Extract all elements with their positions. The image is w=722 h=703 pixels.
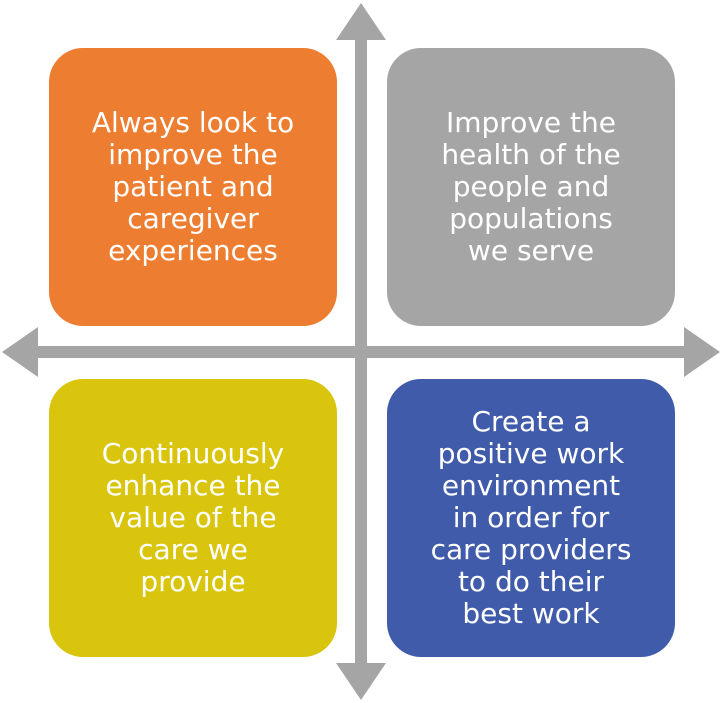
quadrant-population-health: Improve the health of the people and pop…	[387, 48, 675, 326]
quadrant-population-health-text: Improve the health of the people and pop…	[441, 106, 621, 267]
arrow-right-icon	[684, 327, 720, 377]
quadrant-patient-experience-text: Always look to improve the patient and c…	[91, 106, 295, 267]
quadrant-care-value-text: Continuously enhance the value of the ca…	[101, 437, 285, 598]
quadrant-patient-experience: Always look to improve the patient and c…	[49, 48, 337, 326]
quadrant-care-value: Continuously enhance the value of the ca…	[49, 379, 337, 657]
arrow-down-icon	[336, 663, 386, 700]
arrow-up-icon	[336, 3, 386, 40]
quadrant-work-environment-text: Create a positive work environment in or…	[430, 405, 632, 630]
arrow-left-icon	[2, 327, 38, 377]
horizontal-axis-line	[30, 346, 692, 358]
quadrant-work-environment: Create a positive work environment in or…	[387, 379, 675, 657]
